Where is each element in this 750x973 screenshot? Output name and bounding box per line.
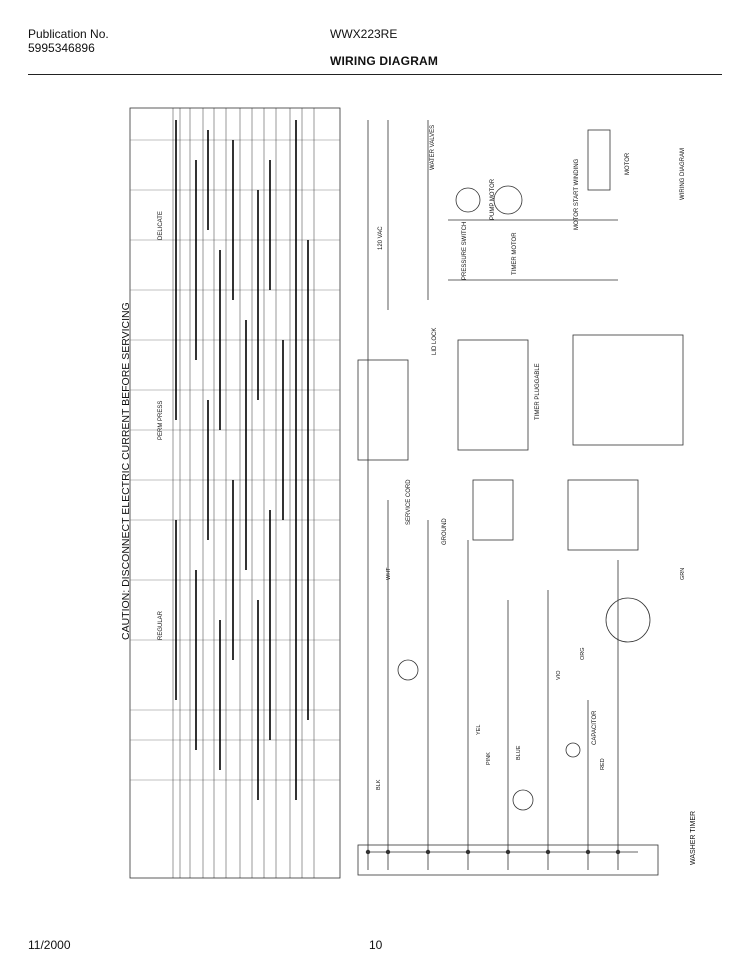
publication-number: 5995346896 bbox=[28, 41, 95, 55]
wire-org: ORG bbox=[580, 647, 586, 660]
wire-blk: BLK bbox=[376, 779, 382, 790]
wire-red: RED bbox=[600, 758, 606, 770]
model-number: WWX223RE bbox=[330, 27, 398, 41]
lid-lock-label: LID LOCK bbox=[432, 327, 438, 355]
wire-grn: GRN bbox=[680, 567, 686, 580]
caution-text: CAUTION: DISCONNECT ELECTRIC CURRENT BEF… bbox=[120, 302, 132, 640]
publication-label: Publication No. bbox=[28, 27, 109, 41]
timer-pluggable-label: TIMER PLUGGABLE bbox=[535, 363, 541, 420]
wire-vio: VIO bbox=[556, 670, 562, 680]
cycle-group-delicate: DELICATE bbox=[158, 211, 164, 240]
wiring-diagram bbox=[129, 107, 684, 879]
capacitor-label: CAPACITOR bbox=[592, 710, 598, 745]
sub-title: WIRING DIAGRAM bbox=[680, 148, 686, 200]
pump-motor-label: PUMP MOTOR bbox=[490, 178, 496, 220]
water-valves-label: WATER VALVES bbox=[430, 124, 436, 170]
page-number: 10 bbox=[369, 938, 383, 952]
voltage-label: 120 VAC bbox=[378, 226, 384, 250]
cycle-group-perm-press: PERM PRESS bbox=[158, 400, 164, 440]
motor-label: MOTOR bbox=[625, 152, 631, 175]
start-winding-label: MOTOR START WINDING bbox=[574, 158, 580, 230]
footer-date: 11/2000 bbox=[28, 938, 71, 952]
wire-blue: BLUE bbox=[516, 745, 522, 760]
timer-chart-frame bbox=[129, 107, 341, 879]
cycle-group-regular: REGULAR bbox=[158, 610, 164, 640]
page-title: WIRING DIAGRAM bbox=[330, 54, 439, 68]
washer-timer-label: WASHER TIMER bbox=[690, 810, 697, 865]
wire-pink: PINK bbox=[486, 752, 492, 765]
wire-yel: YEL bbox=[476, 724, 482, 735]
timer-motor-label: TIMER MOTOR bbox=[512, 232, 518, 275]
pressure-switch-label: PRESSURE SWITCH bbox=[462, 221, 468, 280]
service-cord-label: SERVICE CORD bbox=[406, 479, 412, 525]
ground-label: GROUND bbox=[442, 518, 448, 545]
header-rule bbox=[28, 74, 722, 75]
wire-wht: WHT bbox=[386, 567, 392, 580]
